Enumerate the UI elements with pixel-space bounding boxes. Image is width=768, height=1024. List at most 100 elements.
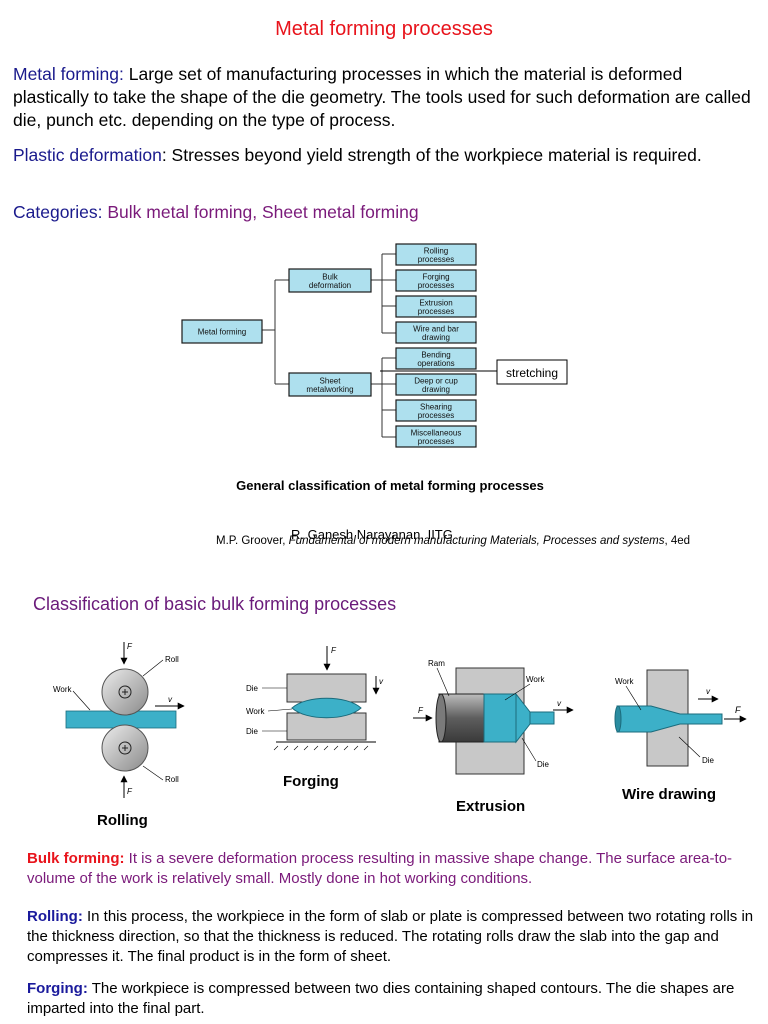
diagram-bulk-box-text: deformation <box>309 281 351 290</box>
forging-paragraph: Forging: The workpiece is compressed bet… <box>27 979 755 1019</box>
extrusion-velocity: v <box>557 699 562 708</box>
stretching-box <box>496 359 568 385</box>
forging-velocity: v <box>379 677 384 686</box>
rolling-velocity: v <box>168 695 173 704</box>
diagram-sheet-child-box-text: processes <box>418 411 454 420</box>
bulk-forming-paragraph: Bulk forming: It is a severe deformation… <box>27 849 755 889</box>
wire-drawing-figure: v F Work Die <box>614 669 747 767</box>
diagram-bulk-child-box-text: Rolling <box>424 246 448 255</box>
diagram-sheet-child-box-text: operations <box>417 359 454 368</box>
book-edition: , 4ed <box>664 535 691 547</box>
diagram-bulk-box-rect <box>288 268 372 293</box>
plastic-deformation-text: : Stresses beyond yield strength of the … <box>161 145 702 165</box>
plastic-deformation-paragraph: Plastic deformation: Stresses beyond yie… <box>13 144 761 167</box>
diagram-sheet-child-box-rect <box>395 399 477 422</box>
rolling-force-top: F <box>127 642 133 651</box>
forging-work-label: Work <box>246 707 266 716</box>
diagram-sheet-child-box-rect <box>395 347 477 370</box>
diagram-root-box-rect <box>181 319 263 344</box>
book-credit: M.P. Groover, Fundamental of modern manu… <box>216 535 690 547</box>
extrusion-force: F <box>418 706 424 715</box>
diagram-bulk-child-box-text: processes <box>418 307 454 316</box>
forging-force: F <box>331 646 337 655</box>
forging-term: Forging: <box>27 980 88 997</box>
rolling-force-bottom: F <box>127 787 133 796</box>
diagram-sheet-box-text: metalworking <box>306 385 353 394</box>
categories-paragraph: Categories: Bulk metal forming, Sheet me… <box>13 201 761 224</box>
forging-label: Forging <box>283 773 339 790</box>
diagram-bulk-child-box-text: processes <box>418 255 454 264</box>
diagram-sheet-child-box-text: processes <box>418 437 454 446</box>
diagram-bulk-child-box-rect <box>395 243 477 266</box>
page-title: Metal forming processes <box>275 18 493 40</box>
diagram-root-box-text: Metal forming <box>198 328 246 337</box>
extrusion-ram-label: Ram <box>428 659 445 668</box>
diagram-bulk-child-box-text: Forging <box>422 272 449 281</box>
forging-figure: F v Die Work Die <box>246 646 384 751</box>
stretching-annotation: stretching <box>506 366 558 380</box>
metal-forming-paragraph: Metal forming: Large set of manufacturin… <box>13 63 761 132</box>
diagram-sheet-box-rect <box>288 372 372 397</box>
bulk-forming-text: It is a severe deformation process resul… <box>27 850 733 887</box>
diagram-sheet-child-box-text: Deep or cup <box>414 376 458 385</box>
book-title: Fundamental of modern manufacturing Mate… <box>288 535 665 547</box>
diagram-sheet-child-box-rect <box>395 373 477 396</box>
diagram-bulk-child-box-rect <box>395 321 477 344</box>
diagram-sheet-child-box-text: Bending <box>421 350 450 359</box>
diagram-sheet-box-text: Sheet <box>320 376 342 385</box>
extrusion-die-label: Die <box>537 760 550 769</box>
forging-die-bottom-label: Die <box>246 727 259 736</box>
diagram-bulk-child-box-text: drawing <box>422 333 450 342</box>
forging-die-top-label: Die <box>246 684 259 693</box>
bulk-forming-figures: F F v Roll Roll Work F v Die Work Die F … <box>53 642 747 798</box>
categories-text: Bulk metal forming, Sheet metal forming <box>102 202 419 222</box>
plastic-deformation-term: Plastic deformation <box>13 145 162 165</box>
forging-text: The workpiece is compressed between two … <box>27 980 735 1017</box>
diagram-bulk-child-box-text: processes <box>418 281 454 290</box>
book-author: M.P. Groover, <box>216 535 289 547</box>
rolling-figure: F F v Roll Roll Work <box>53 642 185 798</box>
wire-velocity: v <box>706 687 711 696</box>
diagram-bulk-box-text: Bulk <box>322 272 339 281</box>
wire-work-label: Work <box>615 677 635 686</box>
extrusion-work-label: Work <box>526 675 546 684</box>
metal-forming-text: Large set of manufacturing processes in … <box>13 64 751 130</box>
section-title: Classification of basic bulk forming pro… <box>33 594 397 614</box>
diagram-bulk-child-box-rect <box>395 295 477 318</box>
extrusion-figure: F v Ram Work Die <box>413 659 574 775</box>
rolling-paragraph: Rolling: In this process, the workpiece … <box>27 907 755 967</box>
diagram-bulk-child-box-rect <box>395 269 477 292</box>
diagram-sheet-child-box-text: Shearing <box>420 402 452 411</box>
metal-forming-term: Metal forming: <box>13 64 124 84</box>
rolling-label: Rolling <box>97 812 148 829</box>
roll-label-top: Roll <box>165 655 179 664</box>
rolling-work-label: Work <box>53 685 73 694</box>
rolling-term: Rolling: <box>27 908 83 925</box>
categories-term: Categories: <box>13 202 103 222</box>
roll-label-bottom: Roll <box>165 775 179 784</box>
diagram-root-box: Metal forming <box>181 319 263 344</box>
diagram-bulk-child-box-text: Extrusion <box>419 298 452 307</box>
rolling-text: In this process, the workpiece in the fo… <box>27 908 754 965</box>
wire-force: F <box>735 705 741 715</box>
diagram-sheet-child-box-text: drawing <box>422 385 450 394</box>
author-overlay-credit: R. Ganesh Narayanan, IITG <box>291 527 453 542</box>
diagram-sheet-child-box-text: Miscellaneous <box>411 428 462 437</box>
bulk-forming-term: Bulk forming: <box>27 850 125 867</box>
wire-die-label: Die <box>702 756 715 765</box>
diagram-bulk-child-box-text: Wire and bar <box>413 324 459 333</box>
diagram-sheet-child-box-rect <box>395 425 477 448</box>
extrusion-label: Extrusion <box>456 798 526 815</box>
diagram-caption: General classification of metal forming … <box>236 478 544 493</box>
